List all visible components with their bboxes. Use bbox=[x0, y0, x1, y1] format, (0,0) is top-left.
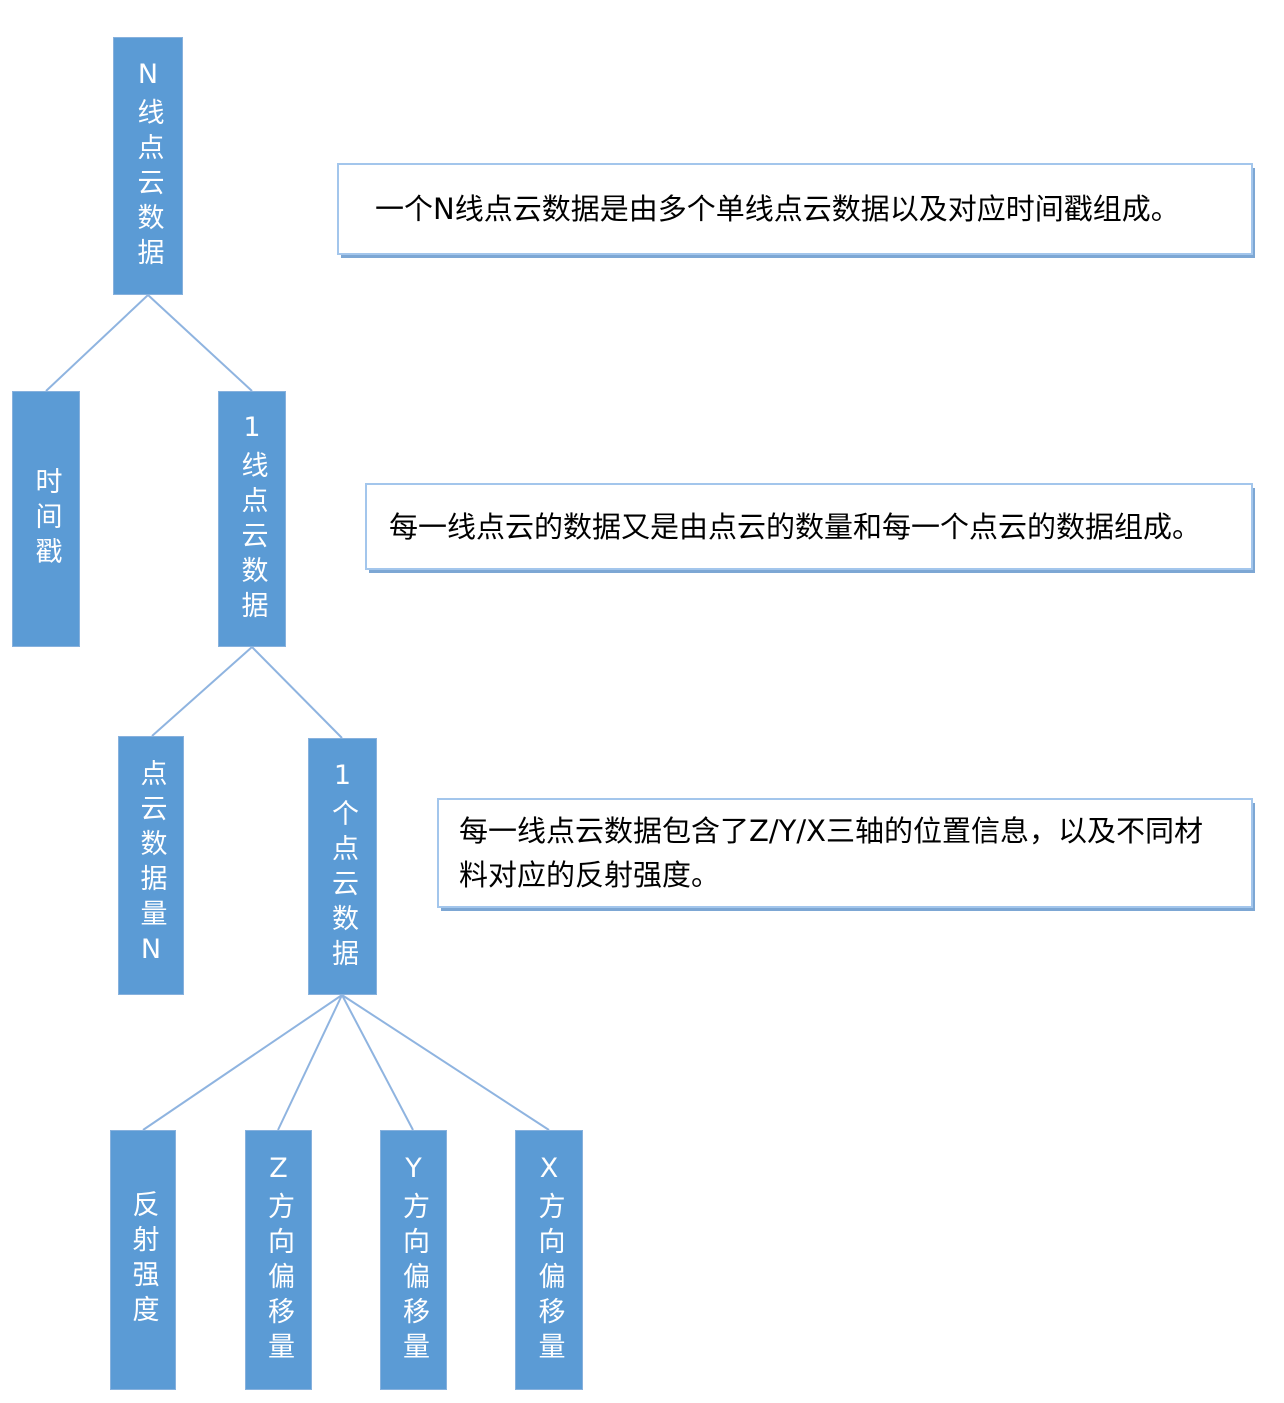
edge-root-to-timestamp bbox=[45, 294, 149, 392]
node-one-line-point-cloud-data: 1线点云数据 bbox=[218, 391, 286, 647]
node-label: 时间戳 bbox=[30, 466, 62, 572]
node-one-point-cloud-data: 1个点云数据 bbox=[308, 738, 377, 995]
node-label: 1线点云数据 bbox=[236, 412, 268, 626]
edge-single-line-to-count bbox=[151, 646, 253, 737]
annotation-text: 一个N线点云数据是由多个单线点云数据以及对应时间戳组成。 bbox=[375, 192, 1180, 226]
edge-root-to-single-line bbox=[147, 294, 253, 392]
annotation-text: 每一线点云数据包含了Z/Y/X三轴的位置信息，以及不同材料对应的反射强度。 bbox=[459, 814, 1203, 892]
edge-point-to-z-offset bbox=[277, 994, 343, 1131]
edge-single-line-to-point bbox=[251, 646, 343, 739]
node-y-direction-offset: Y方向偏移量 bbox=[380, 1130, 447, 1390]
node-timestamp: 时间戳 bbox=[12, 391, 80, 647]
node-n-line-point-cloud-data: N线点云数据 bbox=[113, 37, 183, 295]
node-label: 点云数据量N bbox=[135, 758, 167, 973]
node-label: Y方向偏移量 bbox=[398, 1153, 429, 1367]
node-label: X方向偏移量 bbox=[533, 1153, 565, 1367]
node-label: N线点云数据 bbox=[132, 59, 164, 273]
edge-point-to-y-offset bbox=[341, 994, 414, 1131]
edge-point-to-reflect bbox=[142, 994, 343, 1131]
edge-point-to-x-offset bbox=[341, 994, 550, 1131]
annotation-text: 每一线点云的数据又是由点云的数量和每一个点云的数据组成。 bbox=[389, 509, 1202, 544]
node-label: 反射强度 bbox=[127, 1190, 159, 1330]
node-x-direction-offset: X方向偏移量 bbox=[515, 1130, 583, 1390]
node-point-cloud-count-n: 点云数据量N bbox=[118, 736, 184, 995]
node-z-direction-offset: Z方向偏移量 bbox=[245, 1130, 312, 1390]
node-label: 1个点云数据 bbox=[327, 759, 358, 974]
annotation-level-2: 每一线点云的数据又是由点云的数量和每一个点云的数据组成。 bbox=[365, 483, 1253, 570]
node-label: Z方向偏移量 bbox=[263, 1153, 294, 1367]
annotation-level-3: 每一线点云数据包含了Z/Y/X三轴的位置信息，以及不同材料对应的反射强度。 bbox=[437, 798, 1253, 908]
node-reflection-intensity: 反射强度 bbox=[110, 1130, 176, 1390]
annotation-level-1: 一个N线点云数据是由多个单线点云数据以及对应时间戳组成。 bbox=[337, 163, 1253, 255]
